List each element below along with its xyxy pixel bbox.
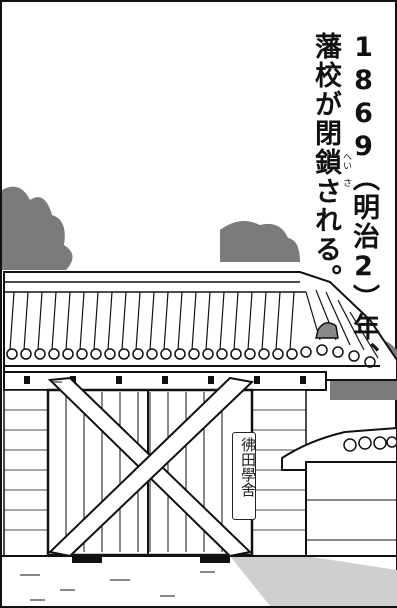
gate-walls bbox=[3, 389, 307, 561]
ground bbox=[2, 555, 397, 606]
gate-plaque: 彿田學舍 bbox=[232, 432, 257, 520]
gate-plaque-text: 彿田學舍 bbox=[239, 437, 257, 497]
caption-line-2: 藩校が閉鎖される。 bbox=[310, 32, 341, 293]
gate-roof bbox=[3, 271, 397, 381]
side-building bbox=[281, 426, 397, 573]
caption-line-1: 1869（明治2）年、 bbox=[348, 32, 379, 371]
ruby-hei: へい bbox=[341, 152, 351, 170]
ruby-sa: さ bbox=[341, 178, 351, 187]
